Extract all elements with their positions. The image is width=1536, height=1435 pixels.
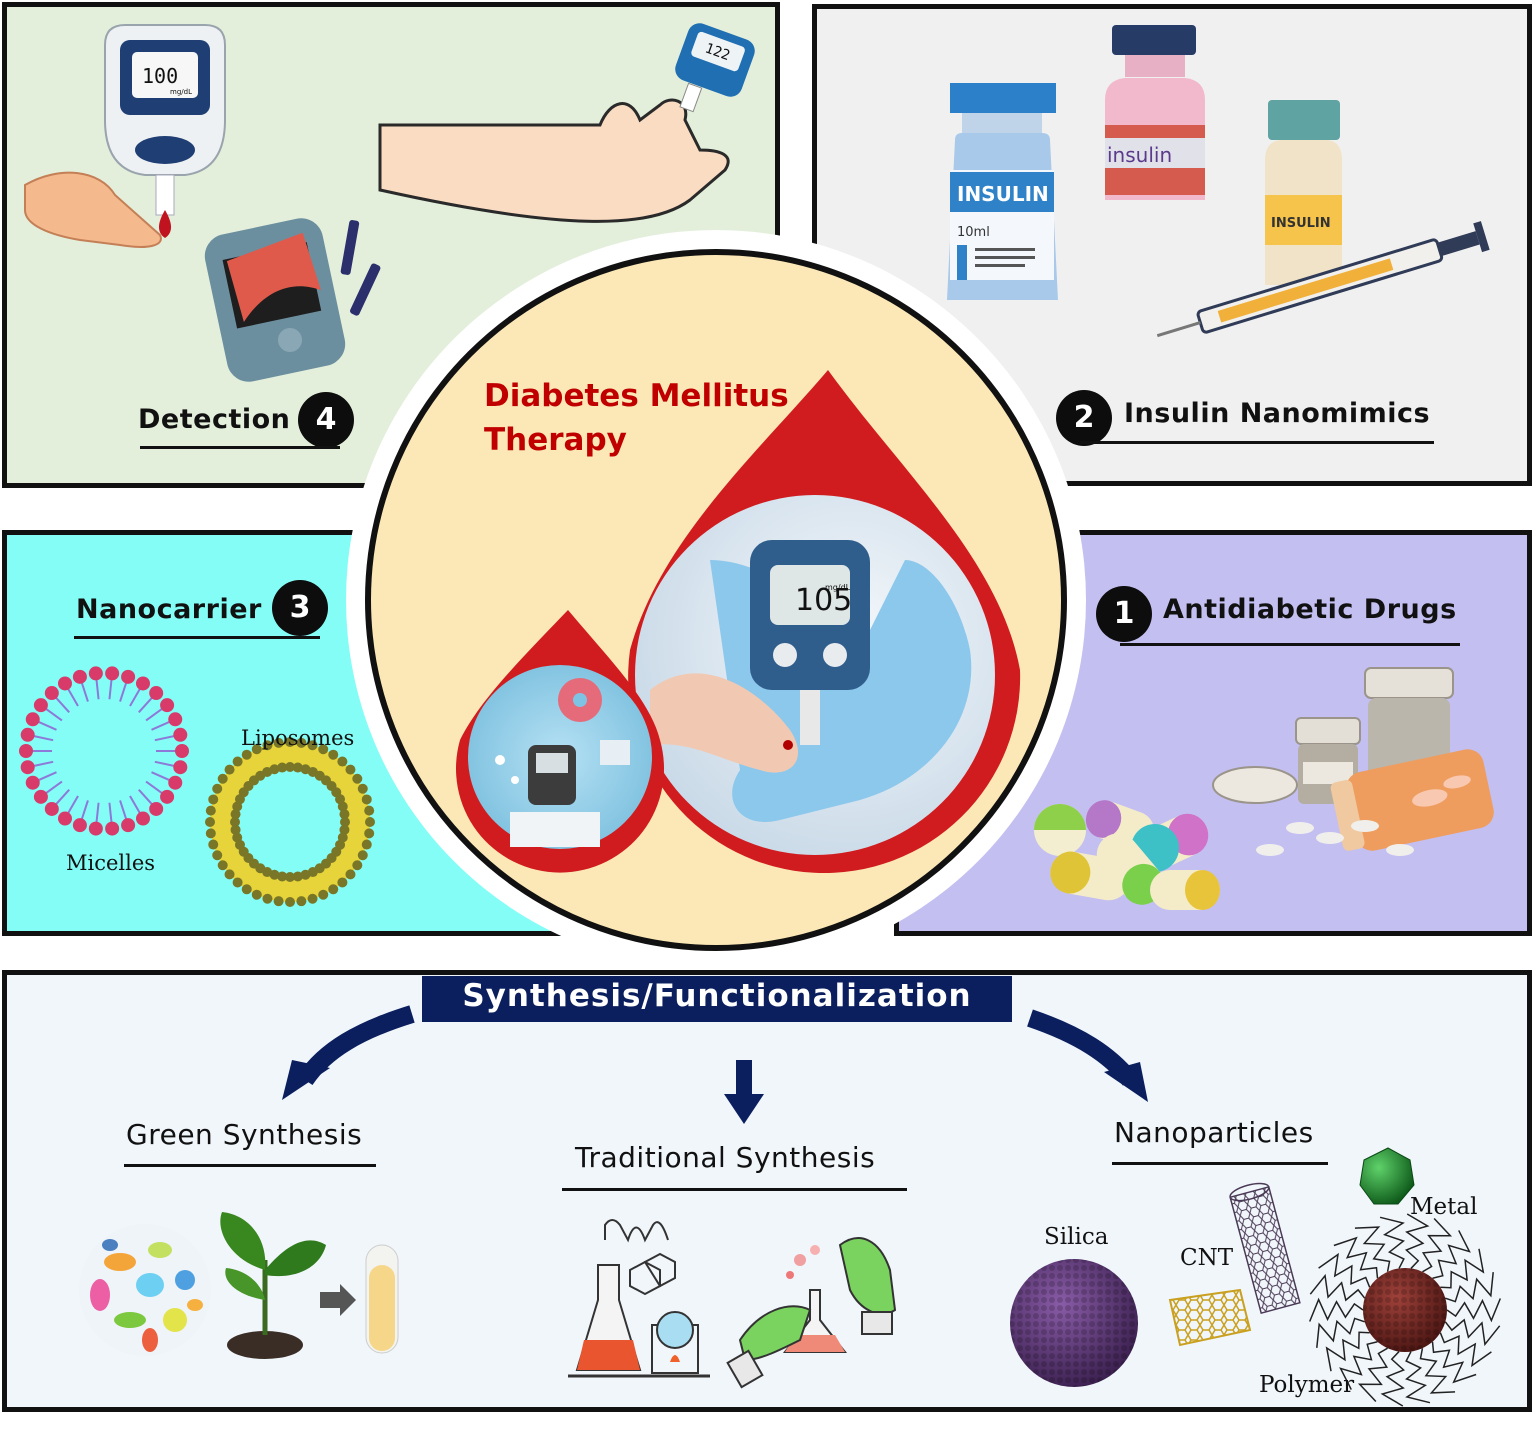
silica-label: Silica — [1044, 1224, 1109, 1250]
drugs-badge: 1 — [1096, 586, 1152, 642]
center-meter-reading: 105 — [795, 583, 852, 618]
nanoparticles-label: Nanoparticles — [1114, 1116, 1314, 1149]
detection-meter-reading: 100 — [142, 64, 178, 88]
nanocarrier-label: Nanocarrier — [76, 594, 262, 625]
nanoparticles-underline — [1112, 1162, 1328, 1165]
green-synthesis-underline — [124, 1164, 376, 1167]
nanocarrier-badge: 3 — [272, 580, 328, 636]
center-title-line2: Therapy — [484, 422, 627, 458]
cnt-label: CNT — [1180, 1245, 1234, 1271]
center-meter-unit: mg/dL — [825, 583, 851, 592]
pills-icon — [1034, 667, 1494, 910]
micelle-icon — [19, 666, 189, 836]
insulin-vial-large-label: INSULIN — [957, 182, 1049, 206]
insulin-underline — [1080, 441, 1434, 444]
detection-meter-unit: mg/dL — [170, 88, 192, 96]
detection-label: Detection — [138, 404, 291, 435]
micelles-label: Micelles — [66, 851, 156, 875]
metal-label: Metal — [1410, 1194, 1478, 1220]
synthesis-title-box — [422, 976, 1012, 1022]
center-title-line1: Diabetes Mellitus — [484, 378, 789, 414]
drugs-underline — [1120, 643, 1460, 646]
nanocarrier-underline — [74, 636, 320, 639]
traditional-synthesis-underline — [562, 1188, 907, 1191]
synthesis-title: Synthesis/Functionalization — [462, 978, 972, 1014]
insulin-vials-icon: INSULIN 10ml insulin INSULIN — [947, 25, 1490, 338]
liposome-icon — [205, 737, 375, 907]
insulin-vial-pink-label: insulin — [1107, 143, 1172, 167]
glucometer-icon: 100 mg/dL 122 — [24, 23, 755, 382]
liposomes-label: Liposomes — [241, 726, 355, 750]
traditional-synthesis-label: Traditional Synthesis — [575, 1141, 876, 1174]
insulin-vial-volume: 10ml — [957, 225, 990, 240]
insulin-vial-small-label: INSULIN — [1271, 216, 1331, 231]
green-synthesis-label: Green Synthesis — [126, 1118, 363, 1151]
drugs-label: Antidiabetic Drugs — [1163, 594, 1457, 625]
polymer-label: Polymer — [1259, 1372, 1355, 1398]
detection-badge: 4 — [298, 392, 354, 448]
insulin-badge: 2 — [1056, 390, 1112, 446]
insulin-label: Insulin Nanomimics — [1124, 398, 1431, 429]
detection-underline — [140, 446, 340, 449]
blood-drop-large: 105 mg/dL — [456, 370, 1021, 874]
center-title: Diabetes Mellitus Therapy — [484, 374, 789, 462]
